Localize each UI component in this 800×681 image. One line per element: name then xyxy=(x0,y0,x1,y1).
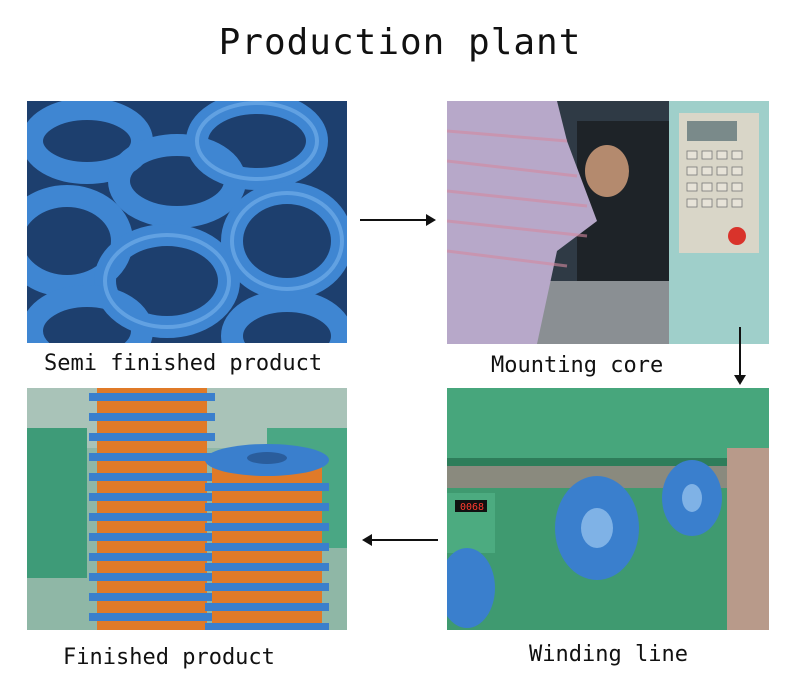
counter-display: 0068 xyxy=(459,502,485,513)
caption-mounting-core: Mounting core xyxy=(491,353,664,378)
photo-winding-line: 0068 xyxy=(447,388,769,630)
arrow-left-icon xyxy=(362,534,438,546)
photo-finished-product xyxy=(27,388,347,630)
photo-mounting-core xyxy=(447,101,769,344)
arrow-right-icon xyxy=(360,214,436,226)
caption-semi-finished-product: Semi finished product xyxy=(44,351,323,376)
arrow-down-icon xyxy=(734,327,746,385)
page-title: Production plant xyxy=(218,22,582,63)
caption-winding-line: Winding line xyxy=(529,642,688,667)
photo-semi-finished-product xyxy=(27,101,347,343)
caption-finished-product: Finished product xyxy=(63,645,275,670)
